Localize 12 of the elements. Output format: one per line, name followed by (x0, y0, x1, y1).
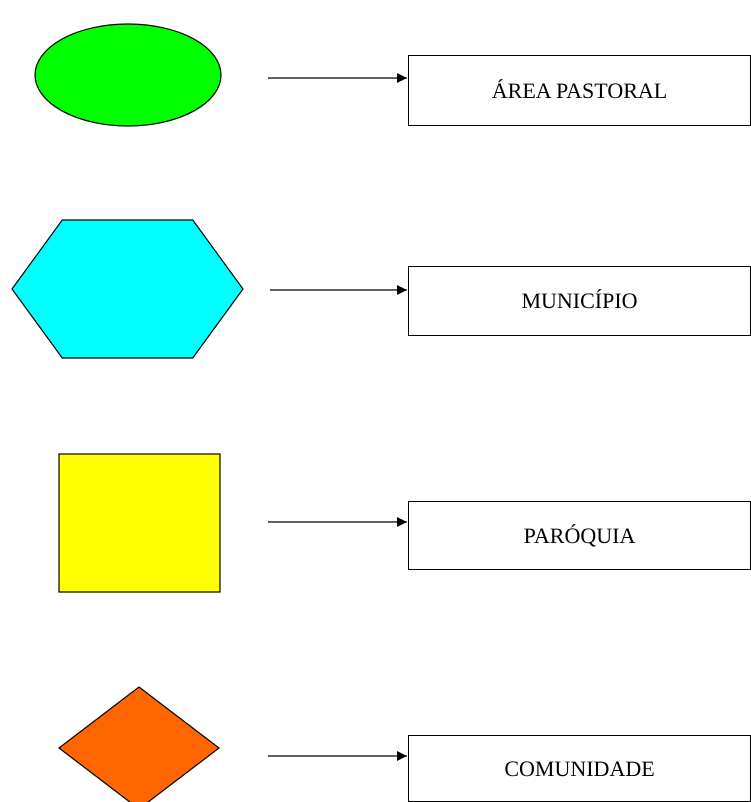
label-box (408, 266, 751, 336)
arrow (268, 517, 407, 527)
box-label: MUNICÍPIO (521, 288, 638, 314)
label-box (408, 55, 751, 126)
label-box (408, 735, 751, 802)
box-label: COMUNIDADE (504, 756, 655, 782)
arrow (270, 285, 407, 295)
label-box (408, 501, 751, 570)
box-label: PARÓQUIA (524, 522, 636, 548)
arrow (268, 73, 407, 83)
arrow (268, 751, 407, 761)
box-label: ÁREA PASTORAL (492, 78, 668, 104)
